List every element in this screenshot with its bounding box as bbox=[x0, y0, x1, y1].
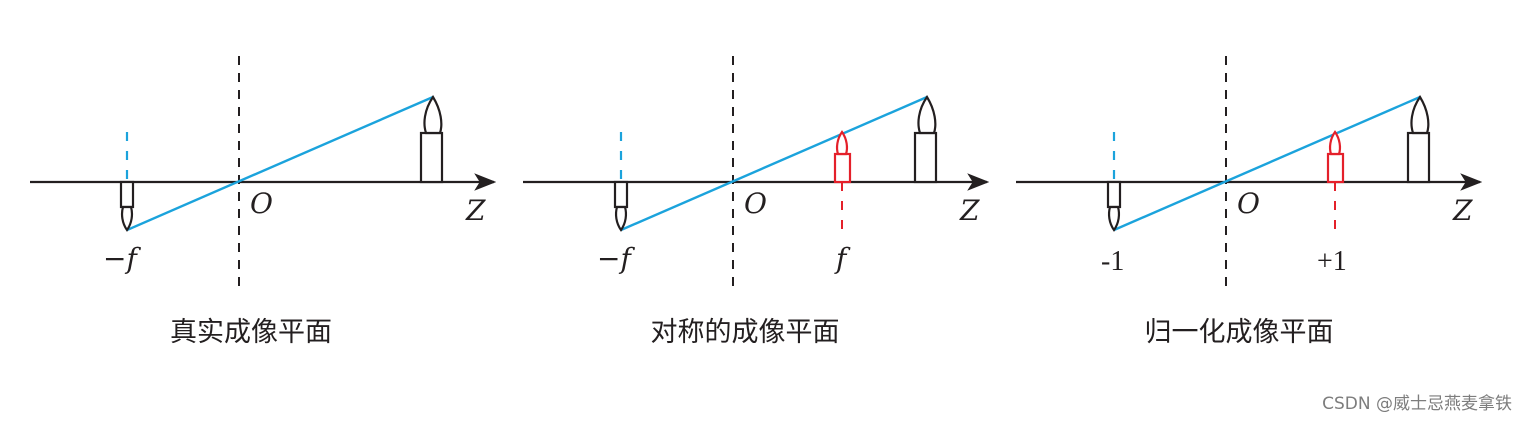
inverted-image-candle bbox=[613, 180, 629, 232]
left-focal-label: −f bbox=[597, 242, 635, 275]
virtual-image-candle bbox=[833, 130, 852, 184]
panel-real-imaging-plane: O Z −f 真实成像平面 bbox=[30, 56, 497, 348]
right-focal-label: f bbox=[834, 242, 851, 275]
axis-label: Z bbox=[959, 194, 980, 227]
panel-caption: 真实成像平面 bbox=[170, 317, 332, 348]
origin-label: O bbox=[250, 187, 273, 220]
origin-label: O bbox=[1237, 187, 1260, 220]
inverted-image-candle bbox=[119, 180, 135, 232]
projection-ray bbox=[620, 95, 928, 232]
axis-label: Z bbox=[1452, 194, 1473, 227]
projection-ray bbox=[1113, 95, 1421, 232]
object-candle bbox=[1406, 94, 1431, 184]
watermark: CSDN @威士忌燕麦拿铁 bbox=[1322, 394, 1512, 414]
panel-symmetric-imaging-plane: O Z −f f 对称的成像平面 bbox=[523, 56, 990, 348]
panel-caption: 对称的成像平面 bbox=[651, 317, 840, 348]
origin-label: O bbox=[744, 187, 767, 220]
left-focal-label: −f bbox=[103, 242, 141, 275]
panel-normalized-imaging-plane: O Z -1 +1 归一化成像平面 bbox=[1016, 56, 1483, 348]
virtual-image-candle bbox=[1326, 130, 1345, 184]
axis-label: Z bbox=[465, 194, 486, 227]
object-candle bbox=[419, 94, 444, 184]
panel-caption: 归一化成像平面 bbox=[1145, 317, 1334, 348]
left-normalized-label: -1 bbox=[1101, 246, 1124, 277]
projection-ray bbox=[126, 95, 434, 232]
object-candle bbox=[913, 94, 938, 184]
inverted-image-candle bbox=[1106, 180, 1122, 232]
right-normalized-label: +1 bbox=[1317, 246, 1347, 277]
